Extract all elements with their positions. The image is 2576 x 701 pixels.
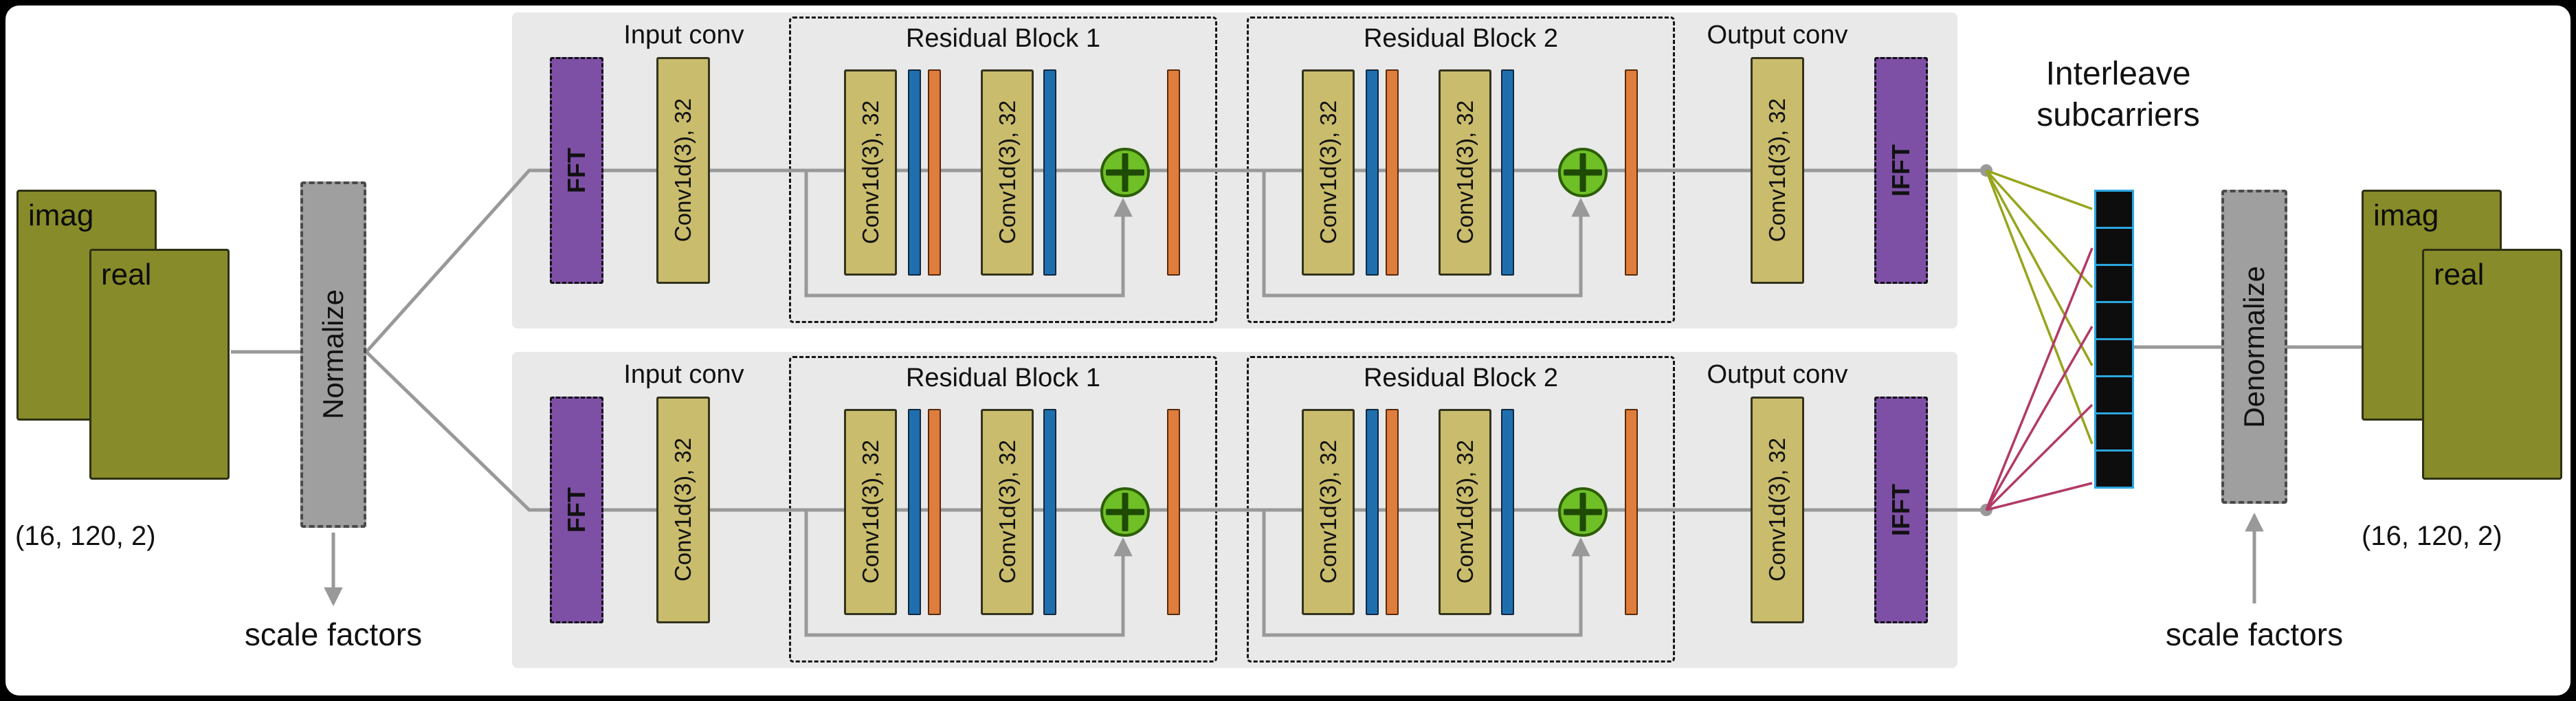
scale-factor-arrows	[324, 512, 2264, 607]
input-conv-box-top: Conv1d(3), 32	[656, 57, 710, 284]
output-conv-box-bottom: Conv1d(3), 32	[1751, 397, 1804, 623]
residual-block-2-title: Residual Block 2	[1363, 24, 1559, 53]
residual-block-2-bottom: Residual Block 2 Conv1d(3), 32 Conv1d(3)…	[1247, 356, 1675, 663]
rb-conv-1: Conv1d(3), 32	[844, 409, 897, 615]
denormalize-scale-factors-label: scale factors	[2165, 616, 2344, 652]
add-icon	[1558, 148, 1608, 197]
output-real-card: real	[2422, 249, 2562, 480]
ifft-label: IFFT	[1887, 144, 1915, 197]
rb-conv-1: Conv1d(3), 32	[844, 69, 897, 276]
input-conv-box-bottom: Conv1d(3), 32	[656, 397, 710, 623]
normalize-scale-factors-label: scale factors	[244, 616, 423, 652]
input-shape-label: (16, 120, 2)	[15, 521, 156, 551]
denormalize-label: Denormalize	[2238, 265, 2270, 428]
residual-block-2-title: Residual Block 2	[1363, 364, 1559, 392]
ifft-label: IFFT	[1887, 484, 1915, 536]
subcarrier-cell	[2094, 375, 2134, 414]
activation-bar	[1386, 409, 1399, 615]
batchnorm-bar	[908, 409, 921, 615]
skip-connections	[804, 170, 1590, 637]
subcarrier-cell	[2094, 264, 2134, 303]
batchnorm-bar	[1366, 69, 1379, 276]
denormalize-box: Denormalize	[2221, 190, 2287, 504]
rb-conv-2: Conv1d(3), 32	[1439, 409, 1491, 615]
residual-block-2-top: Residual Block 2 Conv1d(3), 32 Conv1d(3)…	[1247, 16, 1675, 323]
interleave-title: Interleave subcarriers	[2001, 54, 2235, 136]
ifft-box-top: IFFT	[1874, 57, 1928, 284]
conv-label: Conv1d(3), 32	[1452, 100, 1478, 245]
subcarrier-cell	[2094, 301, 2134, 340]
input-imag-label: imag	[28, 199, 94, 232]
conv-label: Conv1d(3), 32	[1764, 98, 1790, 243]
subcarrier-cell	[2094, 412, 2134, 452]
conv-label: Conv1d(3), 32	[994, 440, 1020, 584]
output-shape-label: (16, 120, 2)	[2362, 521, 2502, 551]
input-real-label: real	[101, 258, 152, 291]
subcarrier-cell	[2094, 449, 2134, 489]
ifft-box-bottom: IFFT	[1874, 397, 1928, 623]
residual-block-1-title: Residual Block 1	[905, 364, 1101, 392]
rb-conv-2: Conv1d(3), 32	[981, 409, 1034, 615]
output-real-label: real	[2434, 258, 2485, 291]
interleave-lines-top	[1985, 169, 2094, 445]
output-conv-title-bottom: Output conv	[1707, 360, 1848, 389]
activation-bar	[1625, 69, 1638, 276]
conv-label: Conv1d(3), 32	[1452, 440, 1478, 584]
rb-conv-1: Conv1d(3), 32	[1302, 409, 1355, 615]
batchnorm-bar	[1043, 409, 1056, 615]
input-conv-title-bottom: Input conv	[623, 360, 744, 389]
activation-bar	[1625, 409, 1638, 615]
interleave-title-line2: subcarriers	[2036, 97, 2200, 133]
output-imag-label: imag	[2373, 199, 2439, 232]
activation-bar	[1167, 409, 1180, 615]
output-conv-box-top: Conv1d(3), 32	[1751, 57, 1804, 284]
conv-label: Conv1d(3), 32	[670, 438, 696, 582]
subcarrier-cell	[2094, 190, 2134, 229]
batchnorm-bar	[1501, 69, 1514, 276]
conv-label: Conv1d(3), 32	[1764, 438, 1790, 582]
input-conv-title-top: Input conv	[623, 21, 744, 49]
activation-bar	[1167, 69, 1180, 276]
fft-box-top: FFT	[550, 57, 603, 284]
rb-conv-2: Conv1d(3), 32	[981, 69, 1034, 276]
residual-block-1-title: Residual Block 1	[905, 24, 1101, 53]
conv-label: Conv1d(3), 32	[857, 100, 883, 245]
add-icon	[1558, 487, 1608, 537]
fft-label: FFT	[562, 148, 590, 193]
conv-label: Conv1d(3), 32	[857, 440, 883, 584]
activation-bar	[1386, 69, 1399, 276]
rb-conv-1: Conv1d(3), 32	[1302, 69, 1355, 276]
fft-box-bottom: FFT	[550, 397, 603, 623]
residual-block-1-bottom: Residual Block 1 Conv1d(3), 32 Conv1d(3)…	[789, 356, 1217, 663]
conv-label: Conv1d(3), 32	[670, 98, 696, 243]
batchnorm-bar	[908, 69, 921, 276]
batchnorm-bar	[1501, 409, 1514, 615]
activation-bar	[928, 69, 941, 276]
residual-block-1-top: Residual Block 1 Conv1d(3), 32 Conv1d(3)…	[789, 16, 1217, 323]
subcarrier-cell	[2094, 227, 2134, 266]
interleave-title-line1: Interleave	[2045, 56, 2191, 92]
subcarrier-stack	[2094, 190, 2134, 489]
conv-label: Conv1d(3), 32	[1315, 100, 1341, 245]
output-conv-title-top: Output conv	[1707, 21, 1848, 49]
normalize-label: Normalize	[317, 289, 349, 420]
activation-bar	[928, 409, 941, 615]
batchnorm-bar	[1043, 69, 1056, 276]
interleave-lines-bottom	[1985, 247, 2094, 511]
main-signal-lines	[231, 168, 2362, 512]
add-icon	[1100, 487, 1150, 537]
rb-conv-2: Conv1d(3), 32	[1439, 69, 1491, 276]
input-real-card: real	[89, 249, 230, 480]
conv-label: Conv1d(3), 32	[1315, 440, 1341, 584]
batchnorm-bar	[1366, 409, 1379, 615]
add-icon	[1100, 148, 1150, 197]
conv-label: Conv1d(3), 32	[994, 100, 1020, 245]
subcarrier-cell	[2094, 338, 2134, 377]
normalize-box: Normalize	[300, 181, 366, 528]
fft-label: FFT	[562, 487, 590, 533]
